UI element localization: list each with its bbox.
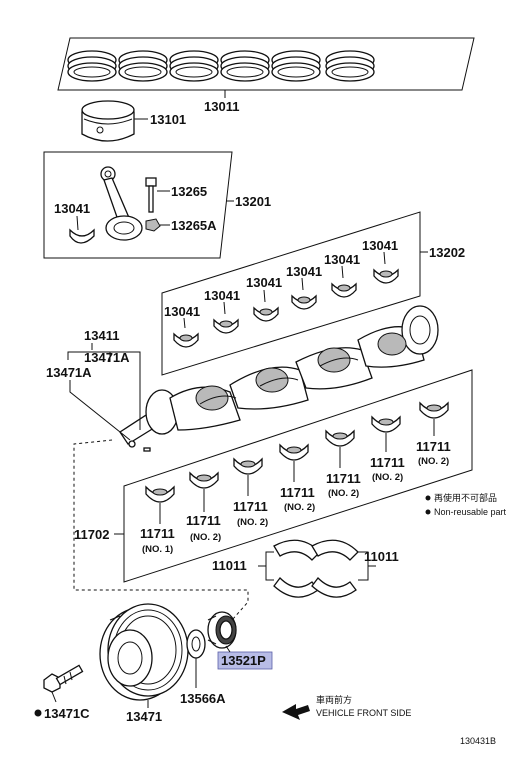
label-rod-nut[interactable]: 13265A [171,218,217,233]
label-main-bearing-6[interactable]: 11711 [370,455,405,470]
label-rod-bolt[interactable]: 13265 [171,184,207,199]
label-main-bearing-7[interactable]: 11711 [416,439,451,454]
piston-ring-set[interactable] [57,37,475,91]
label-rod-assy[interactable]: 13201 [235,194,271,209]
label-pulley[interactable]: 13471 [126,709,162,724]
label-rod-bearing-1[interactable]: 13041 [164,304,200,319]
pulley-bolt[interactable] [43,664,84,693]
piston[interactable] [81,100,135,142]
timing-gear[interactable] [207,611,237,649]
label-no2-5: (NO. 2) [372,472,403,483]
crank-pulley[interactable] [99,603,189,701]
label-crank-assy[interactable]: 13411 [84,328,119,343]
label-pulley-bolt[interactable]: 13471C [44,706,90,721]
label-rod-bearing-5[interactable]: 13041 [324,252,360,267]
label-rod-bearing-a[interactable]: 13041 [54,201,90,216]
direction-japanese: 車両前方 [316,694,352,705]
label-rod-bearing-set[interactable]: 13202 [429,245,465,260]
rod-bearing-set-box [161,211,421,376]
label-main-bearing-1[interactable]: 11711 [140,526,175,541]
timing-gear-label[interactable]: 13521P [217,651,273,670]
label-thrust-washer-left[interactable]: 11011 [212,558,247,573]
connecting-rod-box [43,151,233,259]
label-rod-bearing-4[interactable]: 13041 [286,264,322,279]
thrust-washers[interactable] [273,539,359,598]
main-bearing-set-box [123,369,473,583]
main-bearing-shells[interactable] [145,401,449,503]
label-piston[interactable]: 13101 [150,112,186,127]
front-direction-arrow-icon [282,704,310,720]
label-main-bearing-set[interactable]: 11702 [74,527,109,542]
label-pin-a-upper[interactable]: 13471A [84,350,130,365]
pulley-washer[interactable] [186,629,206,659]
diagram-code: 130431B [460,736,496,746]
crank-pin[interactable] [128,440,151,452]
label-washer[interactable]: 13566A [180,691,226,706]
label-no2-3: (NO. 2) [284,502,315,513]
label-ring-set[interactable]: 13011 [204,99,239,114]
non-reusable-dot [34,709,42,717]
connecting-rod[interactable] [100,166,143,241]
direction-english: VEHICLE FRONT SIDE [316,708,411,718]
rod-bearing-shells[interactable] [173,268,399,348]
rod-nut[interactable] [145,218,161,232]
label-rod-bearing-6[interactable]: 13041 [362,238,398,253]
label-thrust-washer-right[interactable]: 11011 [364,549,399,564]
label-no2-6: (NO. 2) [418,456,449,467]
label-no2-4: (NO. 2) [328,488,359,499]
crankshaft[interactable] [119,305,439,445]
rod-bolt[interactable] [145,177,157,213]
label-main-bearing-4[interactable]: 11711 [280,485,315,500]
label-no1-1: (NO. 1) [142,544,173,555]
legend-japanese: 再使用不可部品 [434,492,497,503]
legend-english: Non-reusable part [434,507,507,517]
label-main-bearing-3[interactable]: 11711 [233,499,268,514]
rod-bearing-in-rod-box[interactable] [69,228,95,244]
label-pin-a-left[interactable]: 13471A [46,365,92,380]
label-rod-bearing-2[interactable]: 13041 [204,288,240,303]
label-rod-bearing-3[interactable]: 13041 [246,275,282,290]
label-no2-2: (NO. 2) [237,517,268,528]
label-main-bearing-2[interactable]: 11711 [186,513,221,528]
label-no2-1: (NO. 2) [190,532,221,543]
label-timing-gear[interactable]: 13521P [221,653,266,668]
non-reusable-legend: 再使用不可部品 Non-reusable part [425,492,507,517]
label-main-bearing-5[interactable]: 11711 [326,471,361,486]
